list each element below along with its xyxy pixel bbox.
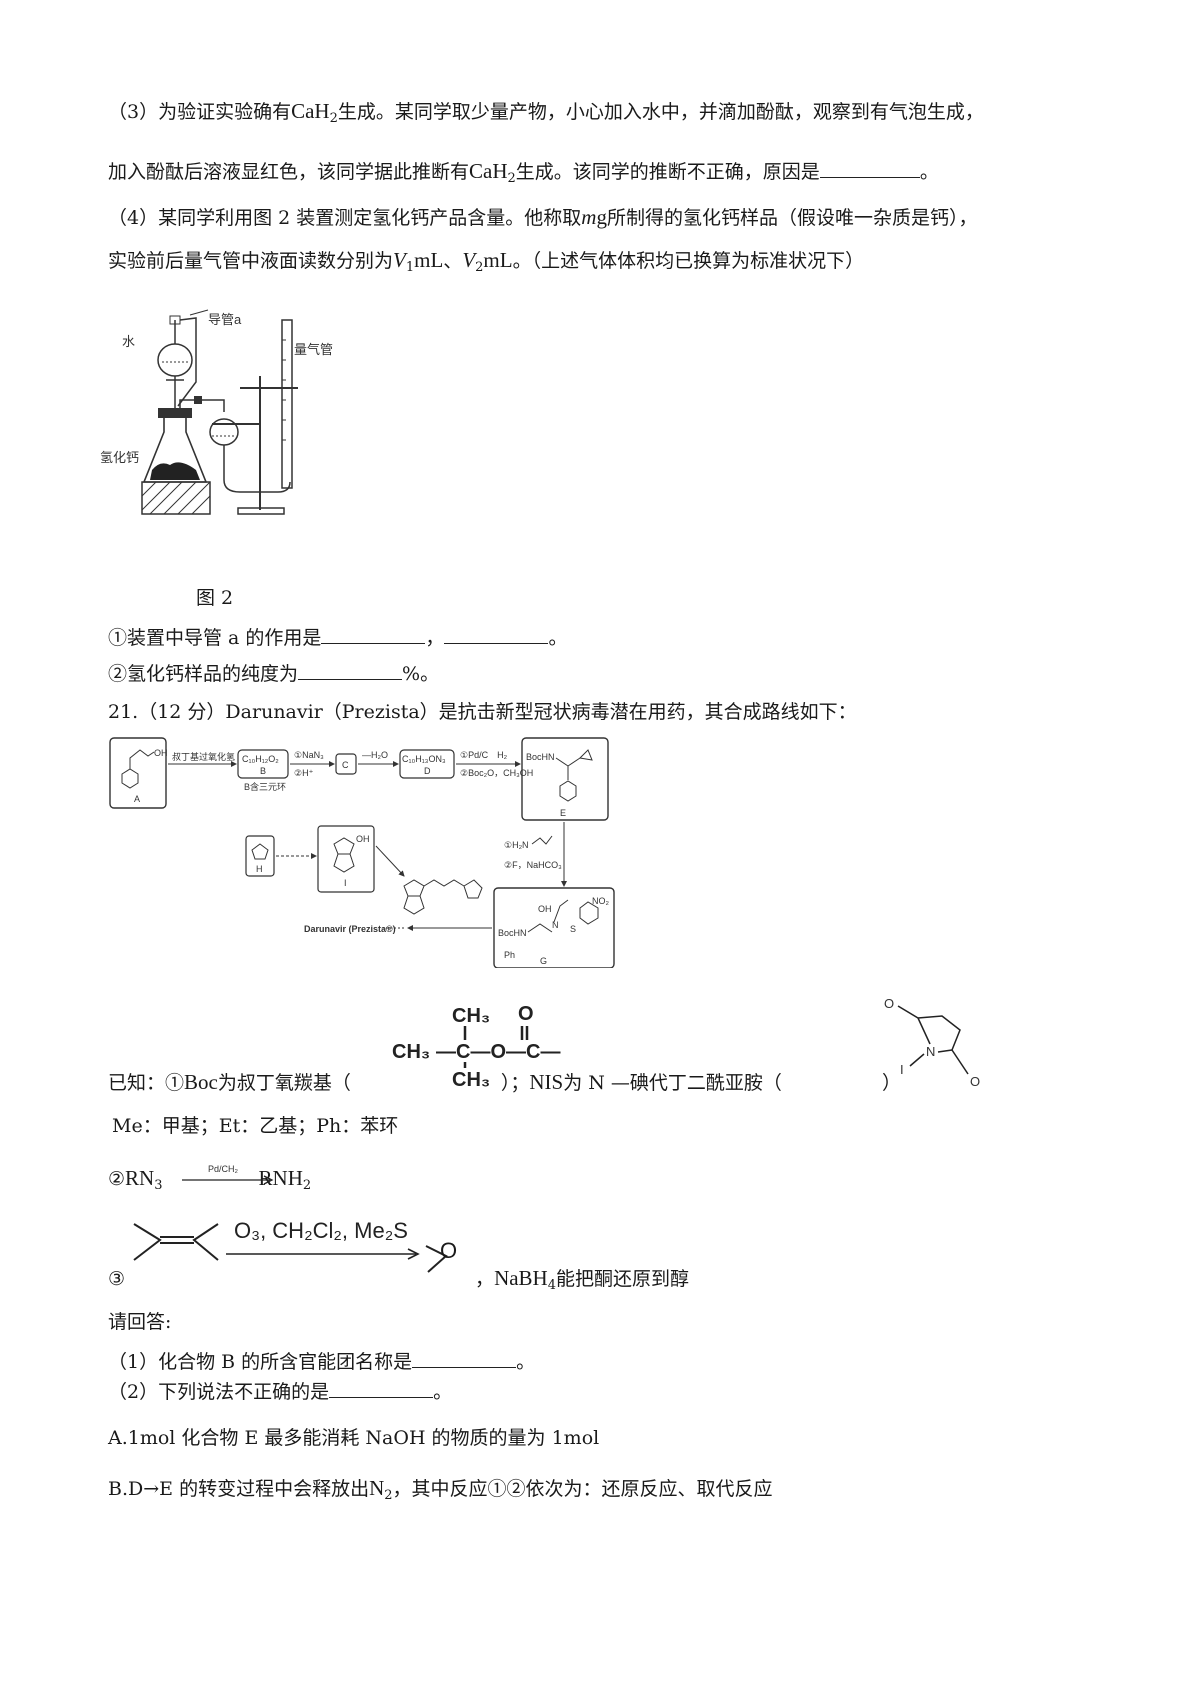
svg-text:①Pd/C H₂: ①Pd/C H₂ [460, 750, 508, 760]
compound-a: A [134, 794, 140, 804]
answer-blank[interactable] [444, 625, 549, 644]
sub-question-1: ①装置中导管 a 的作用是，。 [108, 625, 568, 649]
svg-text:B含三元环: B含三元环 [244, 781, 286, 792]
svg-text:①H₂N: ①H₂N [504, 840, 529, 850]
compound-h: H [256, 864, 263, 874]
svg-text:BocHN: BocHN [498, 928, 527, 938]
svg-text:②Boc₂O，CH₃OH: ②Boc₂O，CH₃OH [460, 768, 533, 778]
svg-text:OH: OH [538, 904, 552, 914]
svg-text:O: O [884, 996, 894, 1011]
boc-structure: CH₃ CH₃ CH₃ O —C—O—C— [392, 1003, 560, 1090]
known-line1: 已知：①Boc为叔丁氧羰基（）；NIS为 N —碘代丁二酰亚胺（） [108, 1070, 901, 1094]
known3-reaction: O₃, CH₂Cl₂, Me₂S [133, 1218, 448, 1273]
known3-oxygen: O [440, 1238, 458, 1263]
svg-text:CH₃: CH₃ [452, 1005, 490, 1027]
svg-text:CH₃: CH₃ [392, 1041, 430, 1063]
q3-line2: 加入酚酞后溶液显红色，该同学据此推断有CaH2生成。该同学的推断不正确，原因是。 [108, 159, 939, 186]
svg-text:—H₂O: —H₂O [362, 750, 388, 760]
svg-text:OH: OH [154, 748, 168, 758]
svg-text:O: O [518, 1003, 534, 1025]
svg-text:O: O [970, 1074, 980, 1089]
option-a: A.1mol 化合物 E 最多能消耗 NaOH 的物质的量为 1mol [108, 1427, 600, 1449]
synthesis-scheme: OH A 叔丁基过氧化氢 C₁₀H₁₂O₂ B B含三元环 ①NaN₃ ②H⁺ … [109, 737, 615, 968]
svg-text:N: N [552, 920, 559, 930]
svg-text:BocHN: BocHN [526, 752, 555, 762]
known2-arrow: Pd/CH₂ [182, 1164, 274, 1185]
label-water: 水 [122, 334, 135, 349]
sub-question-2: ②氢化钙样品的纯度为%。 [108, 661, 440, 685]
svg-text:OH: OH [356, 834, 370, 844]
svg-text:②H⁺: ②H⁺ [294, 768, 314, 778]
compound-g: G [540, 956, 547, 966]
svg-text:①NaN₃: ①NaN₃ [294, 750, 324, 760]
known-line3: ③，NaBH4能把酮还原到醇 [108, 1266, 690, 1293]
svg-text:N: N [926, 1044, 935, 1059]
compound-i: I [344, 878, 347, 888]
compound-e: E [560, 808, 566, 818]
svg-text:CH₃: CH₃ [452, 1069, 490, 1090]
compound-d: D [424, 766, 431, 776]
svg-text:S: S [570, 924, 576, 934]
q3-line1: （3）为验证实验确有CaH2生成。某同学取少量产物，小心加入水中，并滴加酚酞，观… [108, 99, 984, 126]
figure2-caption: 图 2 [196, 587, 234, 609]
answer-blank[interactable] [298, 661, 403, 680]
formula-b: C₁₀H₁₂O₂ [242, 754, 279, 764]
formula-d: C₁₀H₁₃ON₃ [402, 754, 446, 764]
known-abbreviations: Me：甲基；Et：乙基；Ph：苯环 [112, 1115, 399, 1137]
label-gas-tube: 量气管 [294, 342, 333, 357]
label-tube-a: 导管a [208, 312, 242, 327]
svg-text:I: I [900, 1062, 904, 1077]
option-b: B.D→E 的转变过程中会释放出N2，其中反应①②依次为：还原反应、取代反应 [108, 1476, 773, 1503]
compound-c: C [342, 760, 349, 770]
svg-text:Ph: Ph [504, 950, 515, 960]
svg-text:叔丁基过氧化氢: 叔丁基过氧化氢 [172, 751, 235, 762]
answer-q2: （2）下列说法不正确的是。 [108, 1379, 453, 1403]
answer-blank[interactable] [819, 159, 920, 178]
nis-structure: O O N I [884, 996, 980, 1089]
answer-blank[interactable] [412, 1349, 517, 1368]
svg-text:Pd/CH₂: Pd/CH₂ [208, 1164, 239, 1174]
compound-b: B [260, 766, 266, 776]
svg-text:—C—O—C—: —C—O—C— [436, 1041, 560, 1063]
svg-text:O₃, CH₂Cl₂, Me₂S: O₃, CH₂Cl₂, Me₂S [234, 1218, 408, 1243]
figure2-apparatus: 水 导管a 量气管 氢化钙 [100, 309, 333, 515]
svg-text:NO₂: NO₂ [592, 896, 610, 906]
answer-q1: （1）化合物 B 的所含官能团名称是。 [108, 1349, 536, 1373]
label-cah2: 氢化钙 [100, 450, 139, 465]
q21-title: 21.（12 分）Darunavir（Prezista）是抗击新型冠状病毒潜在用… [108, 701, 857, 723]
answer-blank[interactable] [321, 625, 426, 644]
answer-blank[interactable] [329, 1379, 434, 1398]
product-darunavir: Darunavir (Prezista®) [304, 924, 396, 934]
svg-text:②F，NaHCO₃: ②F，NaHCO₃ [504, 860, 562, 870]
q4-line2: 实验前后量气管中液面读数分别为V1mL、V2mL。（上述气体体积均已换算为标准状… [108, 248, 865, 275]
please-answer: 请回答: [108, 1311, 172, 1333]
q4-line1: （4）某同学利用图 2 装置测定氢化钙产品含量。他称取mg所制得的氢化钙样品（假… [108, 205, 978, 229]
